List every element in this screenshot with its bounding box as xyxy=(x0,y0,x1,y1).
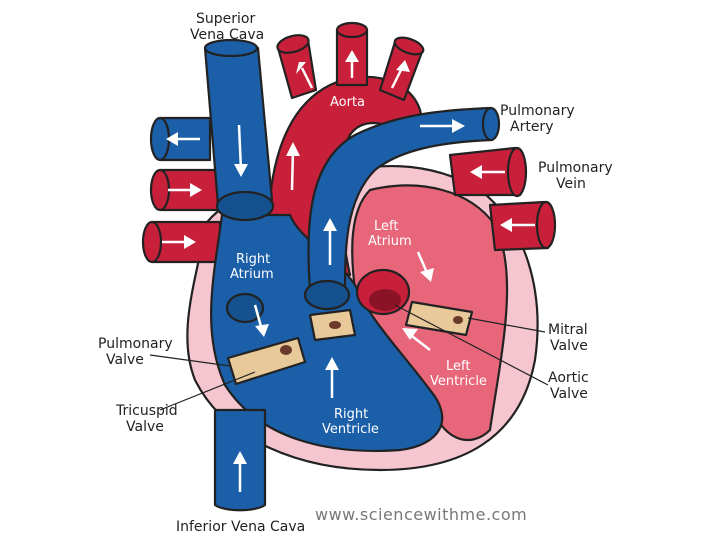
arrow-aorta-middle xyxy=(345,50,359,78)
label-left-atrium: Left Atrium xyxy=(368,219,412,249)
label-tricuspid-valve: Tricuspid Valve xyxy=(115,403,182,435)
aorta-branch-left-top xyxy=(276,34,310,54)
label-aorta: Aorta xyxy=(330,95,365,110)
arrow-right-atrium-down xyxy=(253,304,269,337)
arrow-aorta-right xyxy=(390,60,410,89)
pulmonary-artery-base xyxy=(303,279,351,311)
arrow-pulmonary-artery-up xyxy=(323,218,337,265)
label-left-ventricle: Left Ventricle xyxy=(430,359,487,389)
mitral-valve xyxy=(404,300,474,337)
pulmonary-vein-lower-end xyxy=(535,200,557,250)
arrow-left-ventricle-up xyxy=(402,328,431,351)
arrow-aorta-up xyxy=(286,142,300,191)
arrow-pulmonary-artery-right xyxy=(420,119,465,133)
leader-aortic-valve xyxy=(394,304,549,386)
left-red-tube-lower-end xyxy=(141,220,163,264)
aorta-branch-right-top xyxy=(393,36,425,56)
tricuspid-valve xyxy=(226,336,307,386)
pulmonary-vein-upper-end xyxy=(506,146,528,198)
arrow-right-ventricle-up xyxy=(325,357,339,398)
watermark: www.sciencewithme.com xyxy=(315,505,527,524)
arrow-svc-down xyxy=(234,124,248,177)
leader-pulmonary-valve xyxy=(149,354,231,367)
aortic-valve-inner xyxy=(369,289,401,311)
arrow-pulmonary-vein-lower xyxy=(500,218,535,232)
pulmonary-artery-end xyxy=(481,106,501,142)
label-pulmonary-artery: Pulmonary Artery xyxy=(500,103,579,135)
superior-vena-cava-top xyxy=(203,38,259,58)
arrow-left-red-lower xyxy=(162,235,196,249)
leader-tricuspid-valve xyxy=(159,371,256,411)
arrow-aorta-left xyxy=(296,62,314,89)
arrow-left-red-upper xyxy=(168,183,202,197)
label-aortic-valve: Aortic Valve xyxy=(548,370,593,402)
arrow-left-blue-tube xyxy=(166,132,200,146)
label-mitral-valve: Mitral Valve xyxy=(548,322,592,354)
flow-arrows xyxy=(162,50,535,492)
arrow-ivc-up xyxy=(233,451,247,492)
label-pulmonary-valve: Pulmonary Valve xyxy=(98,336,177,368)
superior-vena-cava-opening xyxy=(215,190,275,222)
leader-mitral-valve xyxy=(467,317,546,333)
left-red-tube-upper-end xyxy=(149,168,171,212)
pulmonary-valve xyxy=(308,308,357,342)
right-atrium-opening xyxy=(225,292,265,324)
label-right-ventricle: Right Ventricle xyxy=(322,407,379,437)
label-superior-vena-cava: Superior Vena Cava xyxy=(190,11,264,43)
label-right-atrium: Right Atrium xyxy=(230,252,274,282)
label-inferior-vena-cava: Inferior Vena Cava xyxy=(176,519,305,535)
aorta-branch-middle-top xyxy=(335,21,369,39)
label-pulmonary-vein: Pulmonary Vein xyxy=(538,160,617,192)
arrow-left-atrium-down xyxy=(416,251,434,282)
arrow-pulmonary-vein-upper xyxy=(470,165,505,179)
